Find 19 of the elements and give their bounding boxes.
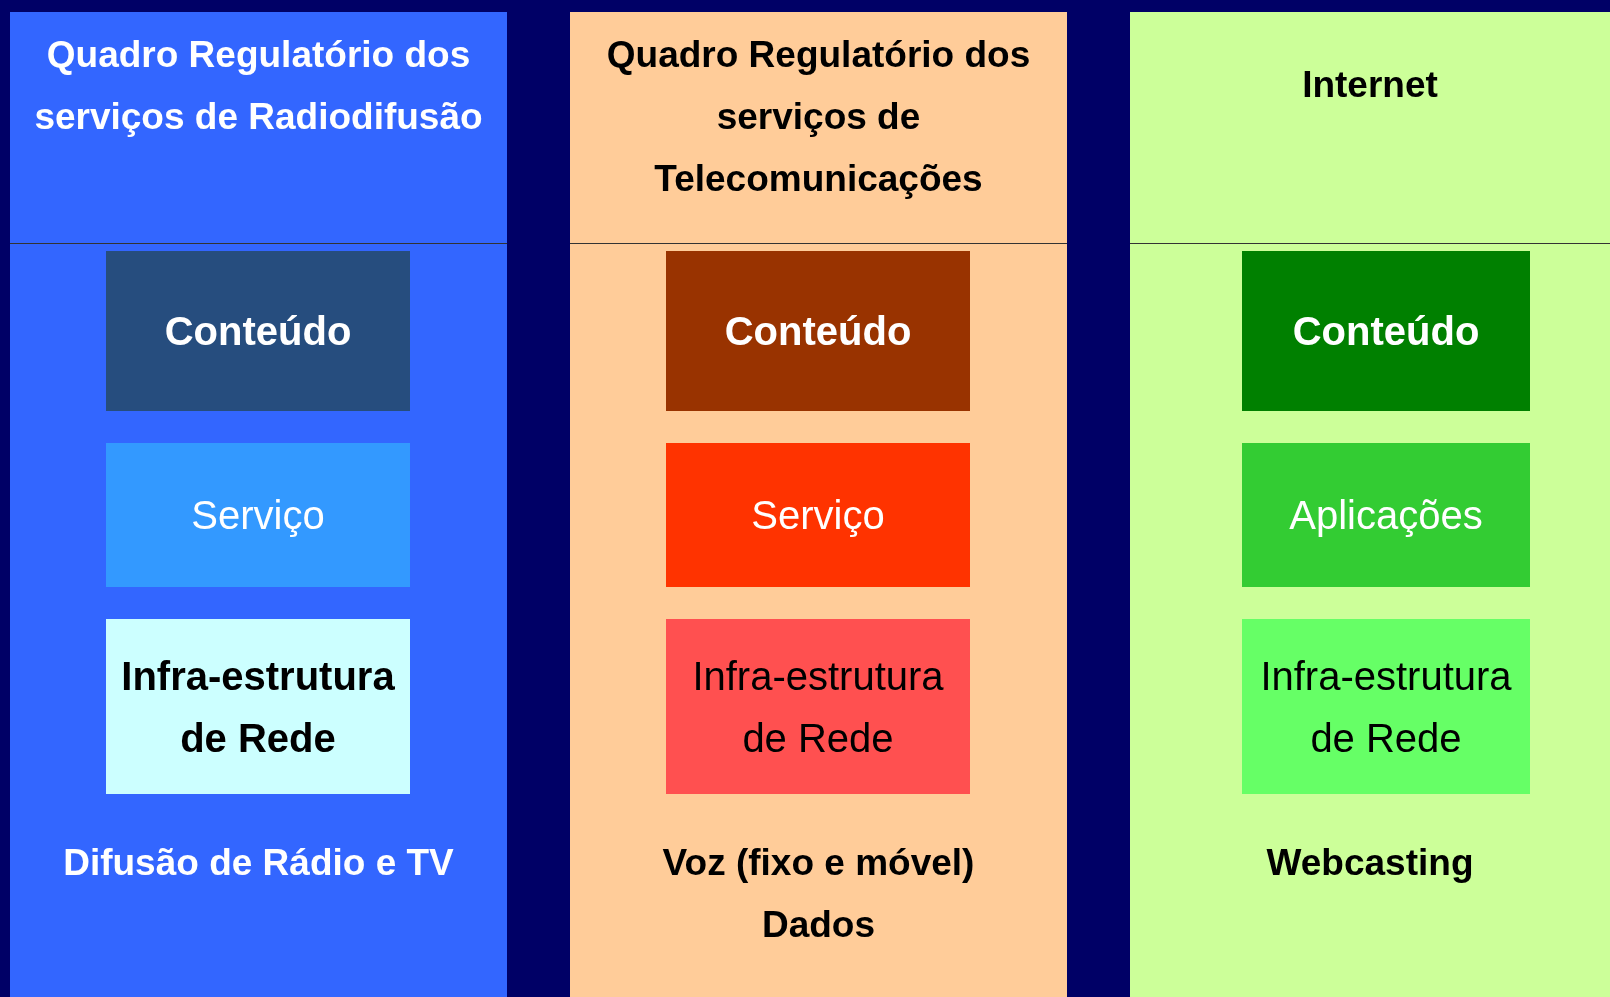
column-panel bbox=[1130, 12, 1610, 997]
layer-box: Serviço bbox=[666, 443, 970, 587]
layer-box: Infra-estrutura de Rede bbox=[666, 619, 970, 794]
layer-box: Conteúdo bbox=[666, 251, 970, 411]
layer-box: Infra-estrutura de Rede bbox=[106, 619, 410, 794]
column-heading: Quadro Regulatório dos serviços de Radiodifusão bbox=[33, 33, 484, 139]
column-panel bbox=[10, 12, 507, 997]
layer-box: Conteúdo bbox=[106, 251, 410, 411]
layer-box: Serviço bbox=[106, 443, 410, 587]
service-examples: Voz (fixo e móvel) bbox=[661, 841, 976, 885]
service-examples: Dados bbox=[760, 903, 877, 947]
service-examples: Difusão de Rádio e TV bbox=[62, 841, 455, 885]
column-panel bbox=[570, 12, 1067, 997]
column-heading: Quadro Regulatório dos serviços de Telecomunicações bbox=[605, 33, 1032, 201]
service-examples: Webcasting bbox=[1265, 841, 1475, 885]
layer-box: Aplicações bbox=[1242, 443, 1530, 587]
layer-box: Conteúdo bbox=[1242, 251, 1530, 411]
layer-box: Infra-estrutura de Rede bbox=[1242, 619, 1530, 794]
column-heading: Internet bbox=[1301, 63, 1439, 107]
